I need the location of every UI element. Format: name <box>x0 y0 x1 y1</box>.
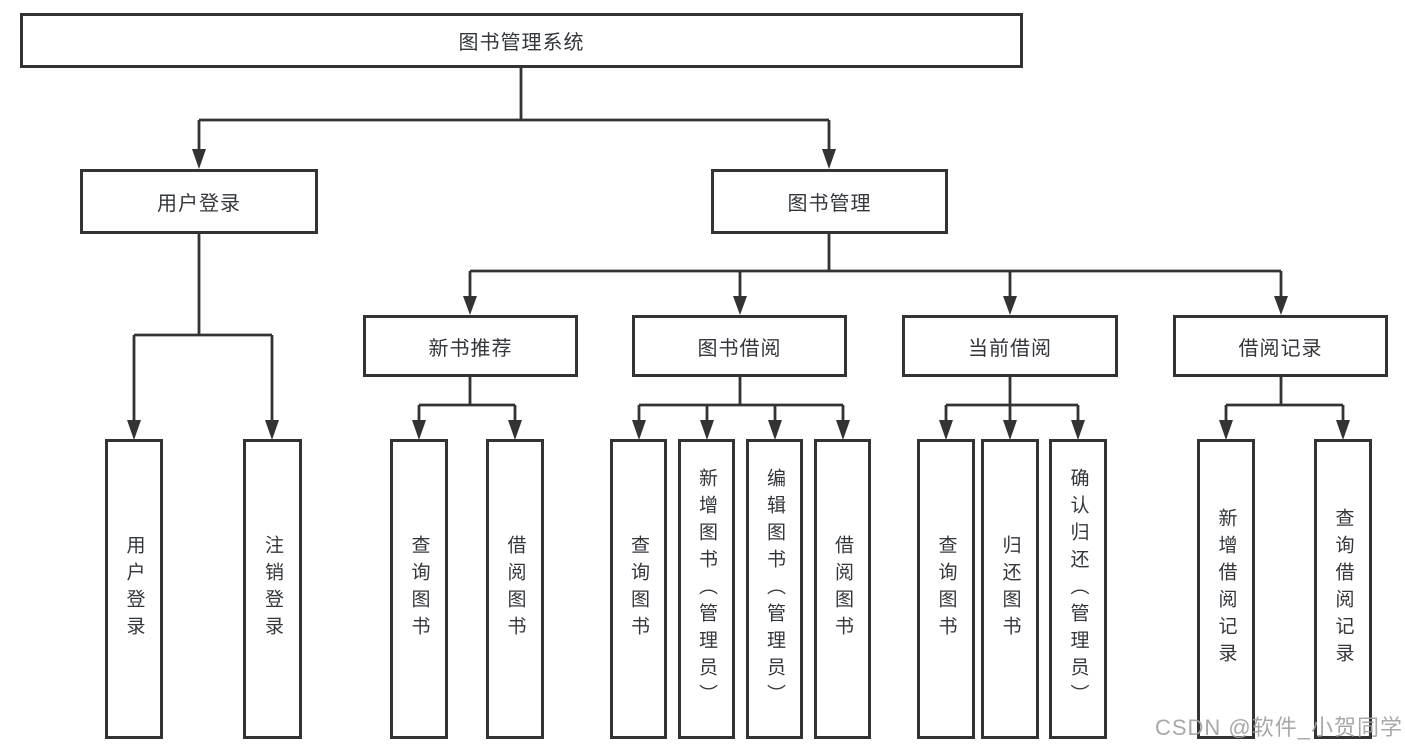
node-label: 编辑图书（管理员） <box>764 467 785 711</box>
node-label: 借阅记录 <box>1238 337 1323 360</box>
node-library-management-system: 图书管理系统 <box>20 13 1023 68</box>
node-label: 查询借阅记录 <box>1332 508 1354 670</box>
node-borrow-books-recommend: 借阅图书 <box>486 439 544 739</box>
node-label: 查询图书 <box>935 535 957 643</box>
node-borrow-records: 借阅记录 <box>1173 315 1388 377</box>
node-label: 注销登录 <box>262 535 283 643</box>
node-label: 用户登录 <box>157 193 241 215</box>
csdn-watermark: CSDN @软件_小贺同学 <box>1154 715 1403 740</box>
node-label: 新增借阅记录 <box>1215 508 1237 670</box>
node-label: 借阅图书 <box>504 535 526 643</box>
node-label: 图书管理系统 <box>458 32 585 54</box>
node-book-borrow: 图书借阅 <box>632 315 847 377</box>
node-label: 确认归还（管理员） <box>1067 467 1089 711</box>
node-query-books-recommend: 查询图书 <box>390 439 448 739</box>
node-user-login: 用户登录 <box>80 169 318 234</box>
node-label: 新书推荐 <box>428 337 513 360</box>
node-label: 图书借阅 <box>697 337 782 360</box>
node-label: 图书管理 <box>787 193 872 215</box>
node-add-books-admin: 新增图书（管理员） <box>678 439 735 739</box>
node-confirm-return-admin: 确认归还（管理员） <box>1049 439 1107 739</box>
node-query-books-borrow: 查询图书 <box>610 439 667 739</box>
node-label: 归还图书 <box>999 535 1021 643</box>
node-return-books: 归还图书 <box>981 439 1039 739</box>
node-label: 借阅图书 <box>832 535 853 643</box>
node-query-borrow-record: 查询借阅记录 <box>1314 439 1372 739</box>
node-label: 新增图书（管理员） <box>696 467 717 711</box>
node-edit-books-admin: 编辑图书（管理员） <box>746 439 803 739</box>
node-current-borrow: 当前借阅 <box>902 315 1118 377</box>
node-borrow-books: 借阅图书 <box>814 439 871 739</box>
node-new-book-recommend: 新书推荐 <box>363 315 578 377</box>
node-label: 当前借阅 <box>968 337 1052 360</box>
node-user-login-leaf: 用户登录 <box>105 439 163 739</box>
node-label: 查询图书 <box>408 535 430 643</box>
node-query-books-current: 查询图书 <box>917 439 975 739</box>
node-logout: 注销登录 <box>243 439 302 739</box>
node-label: 查询图书 <box>628 535 649 643</box>
node-label: 用户登录 <box>123 535 145 643</box>
node-add-borrow-record: 新增借阅记录 <box>1197 439 1255 739</box>
node-book-management: 图书管理 <box>711 169 948 234</box>
